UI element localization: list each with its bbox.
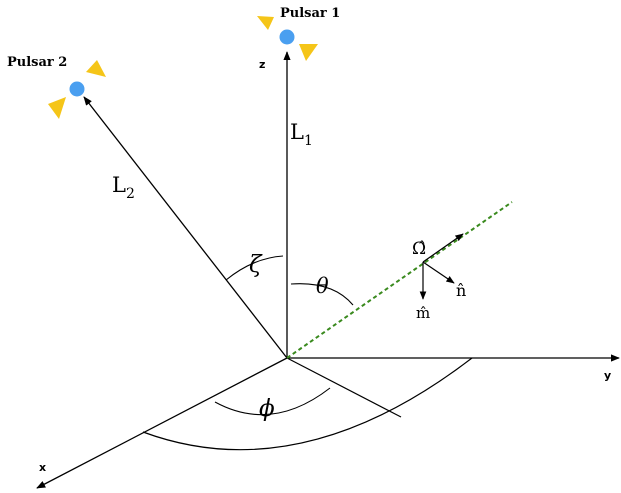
pulsar-1-body	[279, 29, 295, 45]
omega-hat-label: Ω̂	[412, 239, 426, 259]
phi-label: ϕ	[259, 396, 275, 422]
zeta-label: ζ	[249, 252, 263, 278]
L1-label: L1	[290, 120, 313, 149]
pulsar-1-beam-lower	[299, 44, 318, 61]
phi-arc	[214, 387, 331, 416]
x-axis	[36, 357, 288, 489]
L2-main: L	[112, 173, 126, 197]
x-axis-label: x	[39, 461, 46, 474]
L1-subscript: 1	[304, 133, 313, 149]
n-hat-label: n̂	[456, 281, 466, 300]
L2-label: L2	[112, 173, 135, 202]
pulsar-icon	[257, 16, 318, 61]
pulsar-2-label: Pulsar 2	[7, 55, 67, 70]
m-hat-label: m̂	[416, 304, 430, 322]
pulsar-2-baseline	[83, 96, 288, 359]
z-axis-label: z	[259, 58, 265, 71]
pulsar-icon	[48, 60, 106, 119]
L1-main: L	[290, 120, 304, 144]
y-axis-label: y	[604, 369, 611, 382]
pulsar-1-label: Pulsar 1	[280, 6, 340, 21]
xy-plane-arc	[142, 357, 473, 451]
pulsar-1-beam-upper	[257, 16, 274, 30]
zeta-arc	[225, 255, 284, 281]
pulsar-2-beam-upper	[86, 60, 106, 77]
theta-label: θ	[316, 274, 329, 298]
omega-hat-vector	[422, 233, 464, 263]
pulsar-2-body	[69, 81, 85, 97]
n-hat-vector	[422, 261, 455, 284]
wave-direction-line	[286, 201, 513, 359]
L2-subscript: 2	[126, 186, 135, 202]
projection-line	[286, 357, 402, 418]
pulsar-2-beam-lower	[48, 97, 66, 119]
theta-arc	[290, 283, 354, 306]
